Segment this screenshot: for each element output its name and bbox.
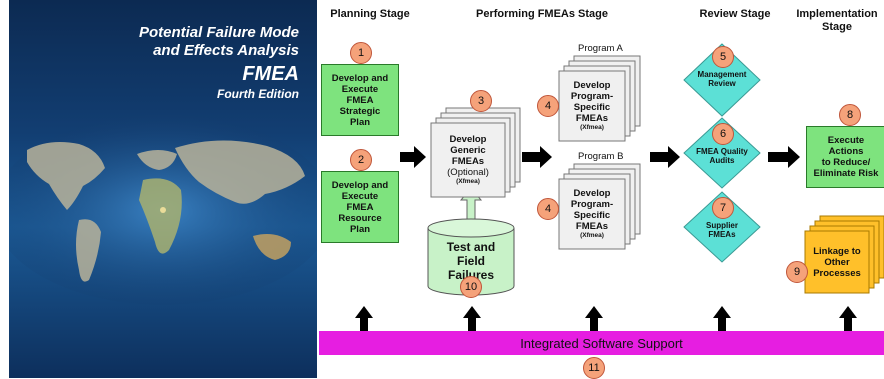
arrow-planning-to-generic [400,146,426,168]
test-field-failures-text: Test and Field Failures [430,240,512,282]
cover-title-line1: Potential Failure Mode [138,24,299,41]
step-10-badge: 10 [460,276,482,298]
s2-line: Execute [341,190,379,202]
arrow-review-to-implementation [768,146,800,168]
s5-line: Management [697,70,747,79]
program-a-label: Program A [578,43,623,54]
s4b-line: Develop [573,188,611,199]
step-7-badge: 7 [712,197,734,219]
s3-line: Develop [449,134,487,145]
implementation-stage-line1: Implementation [796,8,878,20]
step-4a-badge: 4 [537,95,559,117]
s9-line: Linkage to [813,245,861,257]
program-b-label: Program B [578,151,624,162]
arrow-up-4 [713,306,731,331]
test-field-failures-cylinder [427,218,515,296]
performing-stage-header: Performing FMEAs Stage [475,8,609,20]
arrow-generic-to-programs [522,146,552,168]
step-9-badge: 9 [786,261,808,283]
s8-line: Eliminate Risk [813,168,879,179]
planning-stage-header: Planning Stage [330,8,410,20]
s2-line: Plan [349,223,371,235]
implementation-stage-header: Implementation Stage [790,8,884,34]
s4a-line: FMEAs [575,113,609,124]
s4b-line: Specific [573,210,611,221]
s1-line: Develop and [331,72,389,84]
s8-line: Actions [828,146,864,157]
arrow-up-5 [839,306,857,331]
s7-line: FMEAs [708,230,736,239]
step-11-badge: 11 [583,357,605,379]
s5-line: Review [708,79,736,88]
review-stage-header: Review Stage [699,8,771,20]
resource-plan-box: Develop and Execute FMEA Resource Plan [321,171,399,243]
step-4b-badge: 4 [537,198,559,220]
arrow-up-1 [355,306,373,331]
s6-line: Audits [709,156,735,165]
step-8-badge: 8 [839,104,861,126]
cover-edition: Fourth Edition [217,87,299,101]
s4b-tool: (Xfmea) [580,232,604,239]
integrated-software-support-bar: Integrated Software Support [319,331,884,355]
program-b-stack [558,163,641,250]
world-map-image [9,115,317,305]
s10-line: Field [456,254,485,268]
step-6-badge: 6 [712,123,734,145]
management-review-text: Management Review [686,68,758,90]
step-2-badge: 2 [350,149,372,171]
s1-line: FMEA [346,94,374,106]
generic-fmea-stack [430,107,521,198]
s10-line: Test and [446,240,496,254]
step-1-badge: 1 [350,42,372,64]
supplier-fmeas-diamond [683,191,761,263]
book-cover: Potential Failure Mode and Effects Analy… [9,0,317,378]
s3-tool: (Xfmea) [456,178,480,185]
s1-line: Strategic [339,105,381,117]
step-3-badge: 3 [470,90,492,112]
supplier-fmeas-text: Supplier FMEAs [686,219,758,241]
s4a-line: Develop [573,80,611,91]
s9-line: Other [824,256,850,268]
management-review-diamond [683,43,761,117]
s2-line: Resource [338,212,382,224]
s4b-line: FMEAs [575,221,609,232]
strategic-plan-box: Develop and Execute FMEA Strategic Plan [321,64,399,136]
cover-title-line2: and Effects Analysis [153,42,299,59]
s8-line: to Reduce/ [821,157,871,168]
s3-line: FMEAs [451,156,485,167]
implementation-stage-line2: Stage [822,21,852,33]
s7-line: Supplier [705,221,738,230]
s6-line: FMEA Quality [696,147,748,156]
arrow-up-3 [585,306,603,331]
s1-line: Plan [349,116,371,128]
program-a-stack [558,55,641,142]
linkage-stack [804,215,884,294]
cover-title: Potential Failure Mode and Effects Analy… [19,24,299,60]
s4a-line: Specific [573,102,611,113]
fmea-quality-audits-text: FMEA Quality Audits [686,145,758,167]
s2-line: Develop and [331,179,389,191]
s2-line: FMEA [346,201,374,213]
s4a-tool: (Xfmea) [580,124,604,131]
cover-acronym: FMEA [242,63,299,85]
arrow-programs-to-review [650,146,680,168]
s4b-line: Program- [570,199,614,210]
s8-line: Execute [827,135,865,146]
step-5-badge: 5 [712,46,734,68]
arrow-up-2 [463,306,481,331]
s1-line: Execute [341,83,379,95]
execute-actions-box: Execute Actions to Reduce/ Eliminate Ris… [806,126,884,188]
s3-line: (Optional) [447,167,489,178]
s4a-line: Program- [570,91,614,102]
fmea-quality-audits-diamond [683,117,761,189]
s10-line: Failures [447,268,495,282]
s9-line: Processes [813,267,861,279]
s3-line: Generic [450,145,486,156]
